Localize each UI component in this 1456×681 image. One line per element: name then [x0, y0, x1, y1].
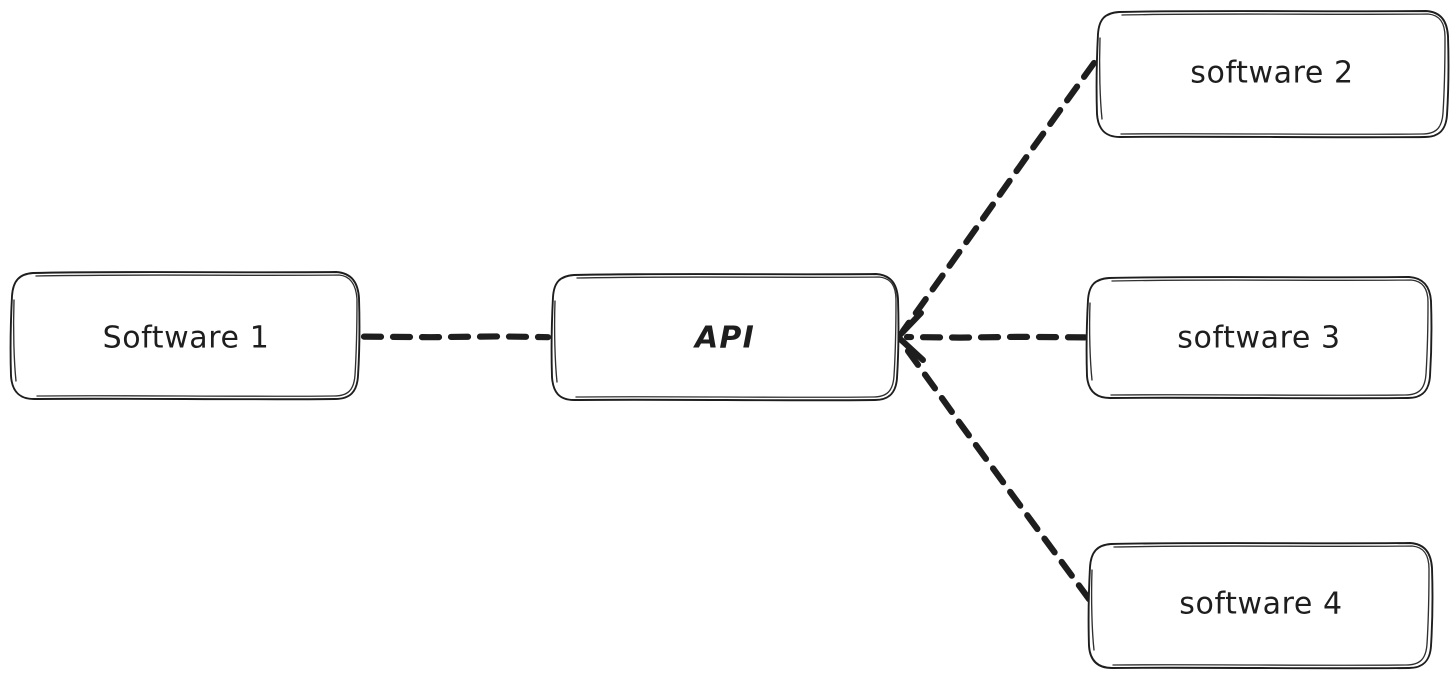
edge-software4-api[interactable] — [899, 340, 1093, 603]
node-software-2-label: software 2 — [1190, 56, 1353, 91]
node-software-1-label: Software 1 — [103, 321, 270, 356]
node-software-4[interactable]: software 4 — [1087, 542, 1434, 670]
node-software-1[interactable]: Software 1 — [9, 271, 361, 401]
edge-software1-api[interactable] — [360, 333, 552, 341]
nodes-layer: Software 1 API software 2 sof — [9, 10, 1450, 670]
edge-software2-api[interactable] — [899, 59, 1098, 335]
edge-software3-api[interactable] — [903, 333, 1089, 341]
node-software-2[interactable]: software 2 — [1095, 10, 1450, 139]
edges-layer — [360, 59, 1098, 603]
node-software-4-label: software 4 — [1179, 587, 1342, 622]
node-software-3[interactable]: software 3 — [1085, 276, 1433, 400]
node-software-3-label: software 3 — [1177, 321, 1340, 356]
node-api-label: API — [693, 321, 755, 356]
api-arrowhead-icon — [895, 310, 926, 363]
node-api[interactable]: API — [550, 273, 900, 402]
